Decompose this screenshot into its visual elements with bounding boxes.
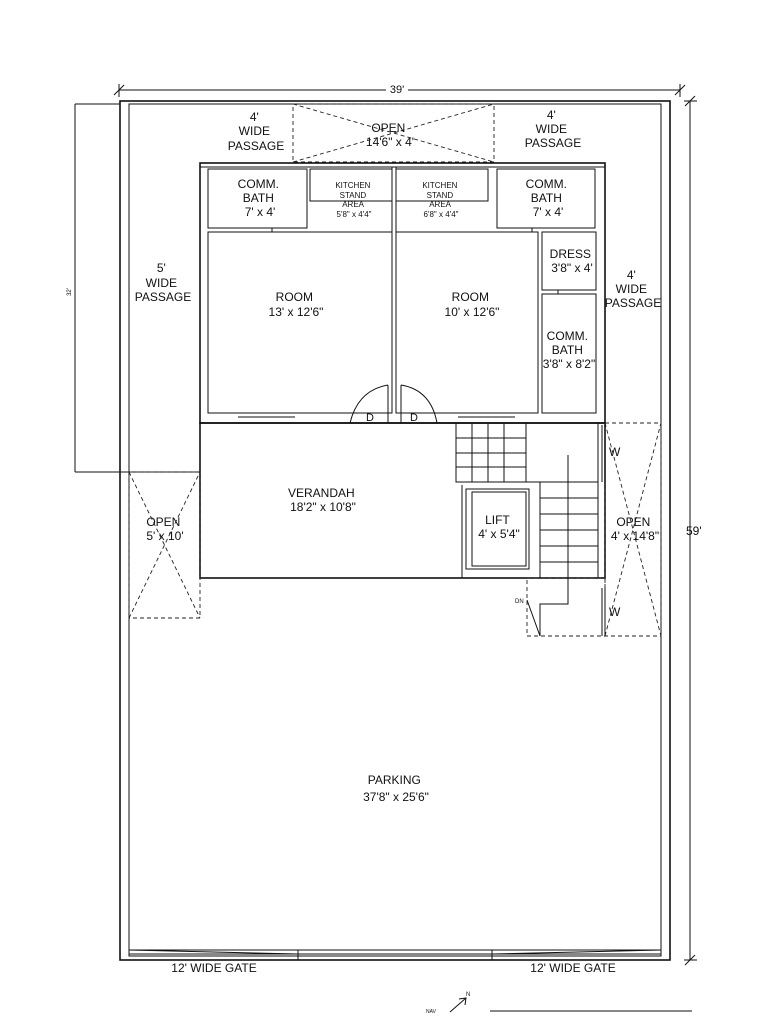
windows-right — [601, 425, 606, 636]
room-left-outline — [207, 231, 393, 414]
window-top-label: W — [609, 445, 621, 459]
kitchen-right-outline — [395, 168, 489, 202]
door-left-label: D — [366, 412, 374, 424]
bath-right-label: COMM. BATH 7' x 4' — [526, 177, 571, 219]
left-dimension-label: 32' — [67, 288, 73, 296]
open-right-label: OPEN 4' x 14'8" — [611, 515, 659, 543]
dress-label: DRESS 3'8" x 4' — [550, 247, 595, 275]
height-label: 59' — [686, 524, 702, 538]
open-top — [292, 103, 495, 163]
width-label: 39' — [390, 84, 404, 96]
kitchen-left-label: KITCHEN STAND AREA 5'8" x 4'4" — [335, 181, 372, 219]
passage-left-label: 5' WIDE PASSAGE — [135, 261, 191, 304]
stair-down-label: DN — [515, 599, 524, 605]
passage-top-right-label: 4' WIDE PASSAGE — [525, 108, 581, 150]
open-top-label: OPEN 14'6" x 4' — [366, 121, 414, 149]
north-arrow-icon: N — [449, 992, 470, 1013]
dimension-height: 59' — [684, 95, 702, 966]
plot-boundary-outer — [119, 100, 671, 961]
gates — [128, 949, 662, 960]
bath-small-outline — [541, 293, 597, 414]
window-bottom-label: W — [609, 605, 621, 619]
passage-right-label: 4' WIDE PASSAGE — [605, 268, 661, 310]
parking-label: PARKING 37'8" x 25'6" — [363, 773, 429, 804]
bath-right-outline — [496, 168, 596, 229]
door-left: D — [349, 384, 389, 424]
room-windows — [238, 412, 515, 418]
footer-small-label: NAV — [426, 1009, 437, 1015]
bath-left-label: COMM. BATH 7' x 4' — [238, 177, 283, 219]
room-right-label: ROOM 10' x 12'6" — [445, 290, 500, 319]
bath-left-outline — [207, 168, 308, 229]
open-left-label: OPEN 5' x 10' — [146, 515, 183, 543]
open-left — [128, 471, 201, 619]
room-left-label: ROOM 13' x 12'6" — [269, 290, 324, 319]
room-right-outline — [395, 231, 539, 414]
dimension-width: 39' — [113, 83, 686, 97]
gate-left-label: 12' WIDE GATE — [171, 961, 256, 975]
lift-label: LIFT 4' x 5'4" — [478, 513, 520, 541]
passage-top-left-label: 4' WIDE PASSAGE — [228, 110, 284, 153]
staircase: DN — [455, 422, 599, 637]
verandah-outline — [199, 422, 606, 579]
lift-shaft — [465, 488, 530, 570]
kitchen-right-label: KITCHEN STAND AREA 6'8" x 4'4" — [422, 181, 459, 219]
verandah-label: VERANDAH 18'2" x 10'8" — [288, 486, 358, 514]
door-right-label: D — [410, 412, 418, 424]
bath-small-label: COMM. BATH 3'8" x 8'2" — [543, 329, 595, 371]
gate-right-label: 12' WIDE GATE — [530, 961, 615, 975]
dress-outline — [541, 231, 597, 291]
north-label: N — [466, 992, 470, 998]
door-right: D — [400, 384, 438, 424]
